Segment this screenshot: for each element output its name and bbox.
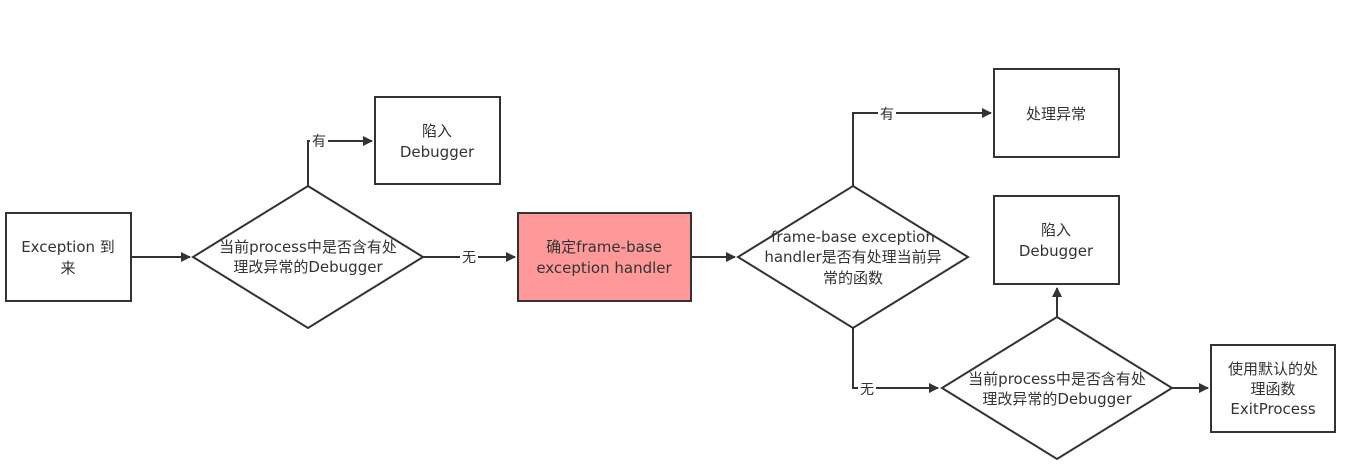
edge-labels: 有 无 有 无: [310, 104, 896, 398]
svg-text:当前process中是否含有处: 当前process中是否含有处: [968, 370, 1146, 388]
svg-text:exception handler: exception handler: [536, 259, 672, 277]
svg-text:处理异常: 处理异常: [1026, 105, 1086, 123]
node-exception-arrives: Exception 到 来: [5, 212, 132, 302]
svg-text:来: 来: [60, 259, 75, 277]
svg-text:理改异常的Debugger: 理改异常的Debugger: [982, 390, 1132, 408]
svg-text:陷入: 陷入: [422, 122, 452, 140]
node-decision-frame-handler-has-function: frame-base exception handler是否有处理当前异 常的函…: [736, 184, 970, 330]
edge-label-decision2-decision3: 无: [858, 380, 876, 398]
node-handle-exception: 处理异常: [993, 68, 1120, 158]
svg-text:有: 有: [880, 107, 894, 123]
node-trap-debugger-1: 陷入 Debugger: [374, 96, 501, 185]
edge-label-decision1-frame-handler: 无: [460, 248, 478, 266]
svg-text:常的函数: 常的函数: [823, 269, 883, 287]
svg-text:frame-base exception: frame-base exception: [771, 228, 935, 246]
svg-text:当前process中是否含有处: 当前process中是否含有处: [219, 238, 397, 256]
svg-text:Debugger: Debugger: [1019, 242, 1094, 260]
node-default-handler-exitprocess: 使用默认的处 理函数 ExitProcess: [1210, 344, 1336, 433]
svg-text:Exception 到: Exception 到: [21, 238, 115, 256]
nodes: Exception 到 来 当前process中是否含有处 理改异常的Debug…: [5, 68, 1336, 461]
node-decision-has-debugger-2: 当前process中是否含有处 理改异常的Debugger: [940, 315, 1174, 461]
svg-text:理改异常的Debugger: 理改异常的Debugger: [233, 258, 383, 276]
svg-text:陷入: 陷入: [1041, 221, 1071, 239]
svg-text:理函数: 理函数: [1250, 380, 1295, 398]
svg-text:无: 无: [462, 250, 476, 266]
svg-text:有: 有: [312, 134, 326, 150]
svg-text:无: 无: [860, 382, 874, 398]
edge-label-decision2-handle-exception: 有: [878, 104, 896, 123]
svg-text:使用默认的处: 使用默认的处: [1228, 360, 1318, 378]
node-trap-debugger-2: 陷入 Debugger: [993, 195, 1120, 285]
svg-text:handler是否有处理当前异: handler是否有处理当前异: [764, 248, 941, 266]
svg-text:Debugger: Debugger: [400, 143, 475, 161]
node-decision-has-debugger-1: 当前process中是否含有处 理改异常的Debugger: [191, 184, 425, 330]
node-frame-base-handler: 确定frame-base exception handler: [517, 212, 692, 302]
edge-decision2-to-handle-exception: [852, 108, 992, 186]
svg-text:ExitProcess: ExitProcess: [1230, 400, 1315, 418]
edge-decision2-to-decision3: [852, 328, 939, 393]
edge-decision1-to-trap1: [307, 136, 373, 186]
edge-label-decision1-trap1: 有: [310, 132, 328, 150]
svg-text:确定frame-base: 确定frame-base: [546, 238, 662, 256]
